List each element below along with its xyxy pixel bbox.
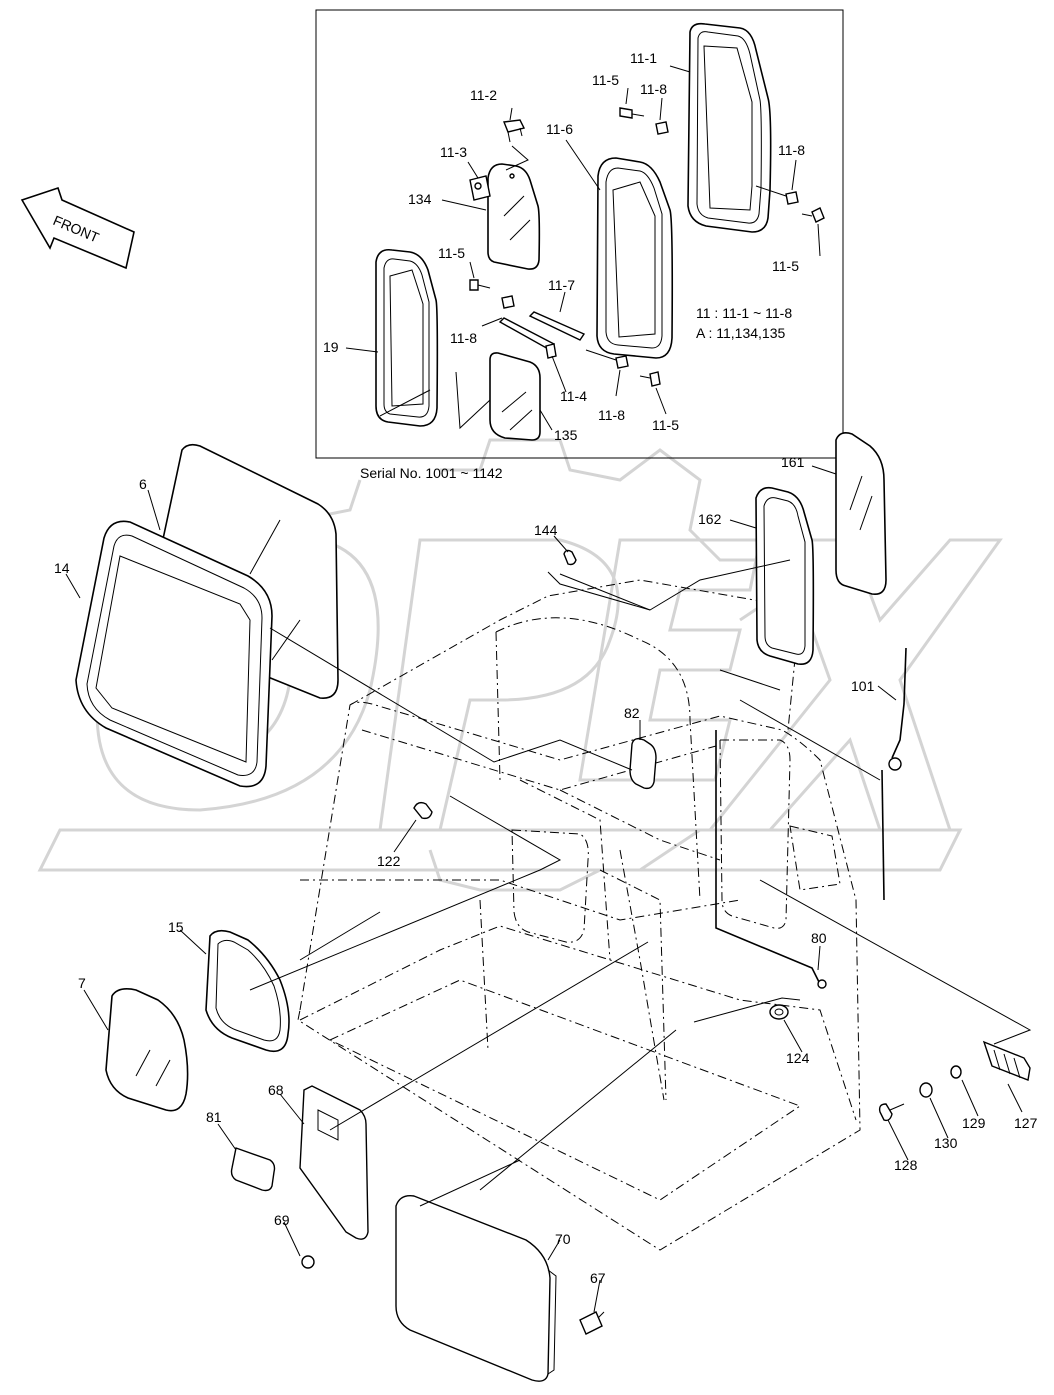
part-122-plug bbox=[413, 801, 433, 820]
part-11-2-clip bbox=[503, 119, 526, 143]
part-69-plug bbox=[301, 1255, 315, 1269]
label-11-1: 11-1 bbox=[630, 50, 657, 66]
inset-frame bbox=[315, 9, 844, 459]
main-labels: 6 161 162 144 14 101 82 122 15 80 7 124 … bbox=[54, 454, 1038, 1286]
label-134: 134 bbox=[408, 191, 432, 207]
part-68-plate bbox=[299, 1085, 369, 1240]
part-128-bolt bbox=[878, 1103, 905, 1122]
label-70: 70 bbox=[555, 1231, 571, 1247]
part-14-seal bbox=[75, 520, 273, 788]
inset-legend-line1: 11 : 11-1 ~ 11-8 bbox=[696, 305, 792, 321]
label-69: 69 bbox=[274, 1212, 290, 1228]
part-67-bolt bbox=[579, 1311, 605, 1335]
part-11-7-strip bbox=[498, 311, 586, 359]
part-134-glass bbox=[487, 163, 541, 270]
part-7-glass bbox=[105, 988, 189, 1112]
part-127-handle bbox=[982, 1040, 1031, 1081]
label-68: 68 bbox=[268, 1082, 284, 1098]
inset-leader-lines bbox=[345, 65, 821, 431]
label-11-5: 11-5 bbox=[652, 417, 679, 433]
part-81-cover bbox=[230, 1147, 276, 1192]
label-6: 6 bbox=[139, 476, 147, 492]
label-128: 128 bbox=[894, 1157, 918, 1173]
label-14: 14 bbox=[54, 560, 70, 576]
label-81: 81 bbox=[206, 1109, 222, 1125]
label-144: 144 bbox=[534, 522, 558, 538]
front-arrow-icon: FRONT bbox=[20, 186, 135, 270]
label-19: 19 bbox=[323, 339, 339, 355]
label-80: 80 bbox=[811, 930, 827, 946]
part-82-cover bbox=[629, 737, 657, 790]
part-19-seal bbox=[375, 248, 439, 427]
part-11-3-latch bbox=[469, 173, 515, 201]
label-11-4: 11-4 bbox=[560, 388, 587, 404]
part-15-seal bbox=[205, 929, 290, 1053]
label-11-8: 11-8 bbox=[640, 81, 667, 97]
cab-frame bbox=[297, 579, 861, 1251]
part-130-washer bbox=[919, 1082, 933, 1098]
label-82: 82 bbox=[624, 705, 640, 721]
label-11-6: 11-6 bbox=[546, 121, 573, 137]
label-11-3: 11-3 bbox=[440, 144, 467, 160]
label-11-8: 11-8 bbox=[598, 407, 625, 423]
label-127: 127 bbox=[1014, 1115, 1038, 1131]
label-11-8: 11-8 bbox=[450, 330, 477, 346]
label-135: 135 bbox=[554, 427, 578, 443]
part-135-glass bbox=[489, 352, 541, 441]
serial-note: Serial No. 1001 ~ 1142 bbox=[360, 465, 503, 481]
part-129-washer bbox=[950, 1065, 962, 1079]
label-122: 122 bbox=[377, 853, 401, 869]
part-11-6-seal bbox=[596, 157, 674, 359]
label-101: 101 bbox=[851, 678, 875, 694]
inset-labels: 11-1 11-5 11-8 11-2 11-6 11-3 11-8 134 1… bbox=[323, 50, 805, 443]
label-15: 15 bbox=[168, 919, 184, 935]
inset-fasteners bbox=[469, 107, 825, 387]
part-144-plug bbox=[563, 549, 577, 566]
label-11-8: 11-8 bbox=[778, 142, 805, 158]
label-67: 67 bbox=[590, 1270, 606, 1286]
part-161-glass bbox=[835, 432, 887, 596]
part-80-rod bbox=[715, 730, 827, 989]
label-7: 7 bbox=[78, 975, 86, 991]
label-11-5: 11-5 bbox=[438, 245, 465, 261]
label-162: 162 bbox=[698, 511, 722, 527]
part-162-seal bbox=[755, 486, 815, 666]
part-70-panel bbox=[395, 1195, 557, 1382]
inset-legend-line2: A : 11,134,135 bbox=[696, 325, 785, 341]
label-11-5: 11-5 bbox=[772, 258, 799, 274]
part-101-antenna bbox=[881, 647, 907, 901]
main-leader-lines bbox=[65, 465, 1032, 1313]
label-161: 161 bbox=[781, 454, 805, 470]
label-130: 130 bbox=[934, 1135, 958, 1151]
label-11-2: 11-2 bbox=[470, 87, 497, 103]
label-11-7: 11-7 bbox=[548, 277, 575, 293]
label-11-5: 11-5 bbox=[592, 72, 619, 88]
label-124: 124 bbox=[786, 1050, 810, 1066]
part-124-grommet bbox=[769, 1004, 789, 1020]
part-11-1-seal bbox=[687, 22, 772, 233]
label-129: 129 bbox=[962, 1115, 986, 1131]
